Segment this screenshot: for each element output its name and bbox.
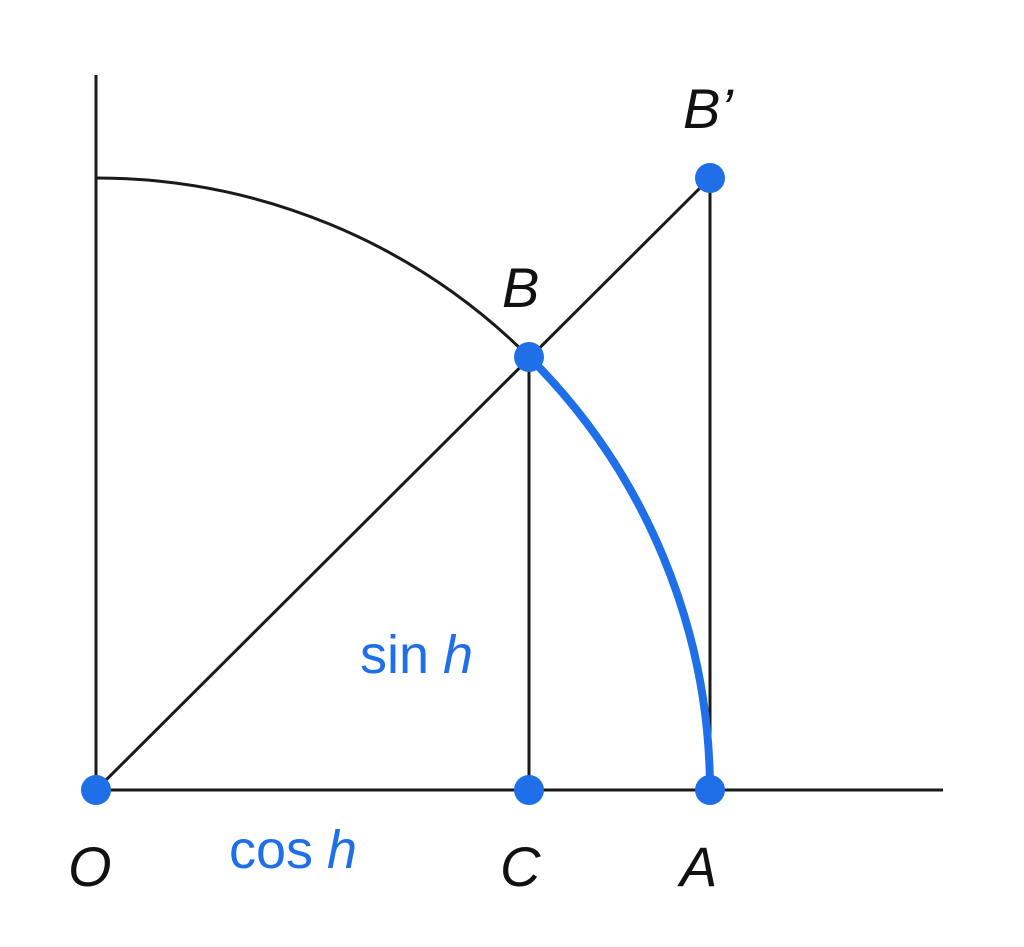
label-o: O (68, 835, 112, 898)
point-c-dot (514, 775, 544, 805)
label-cos-fn: cos (229, 820, 313, 880)
label-cos-var: h (327, 820, 357, 880)
point-b-dot (514, 342, 544, 372)
label-a: A (677, 835, 717, 898)
point-b-prime-dot (695, 163, 725, 193)
point-o-dot (81, 775, 111, 805)
unit-circle-arc (95, 176, 531, 359)
label-b: B (502, 256, 539, 319)
label-c: C (500, 835, 541, 898)
ray-ob-prime (94, 176, 712, 792)
label-sin-fn: sin (360, 625, 429, 685)
highlighted-arc-ba (525, 353, 714, 794)
label-b-prime: B’ (683, 77, 734, 140)
point-a-dot (695, 775, 725, 805)
label-sin-var: h (443, 625, 473, 685)
